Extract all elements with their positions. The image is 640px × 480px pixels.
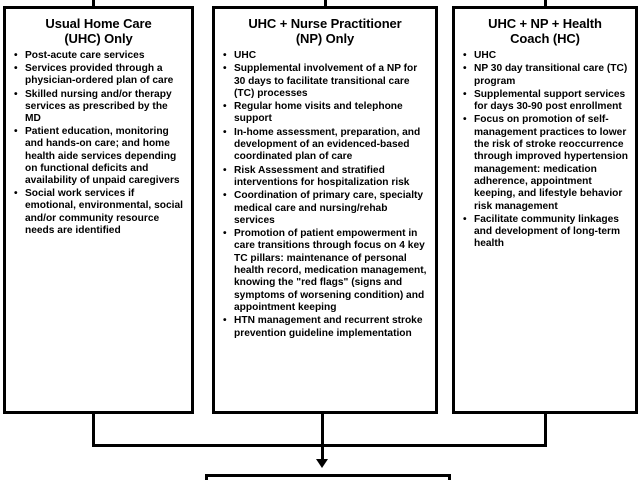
bullet-icon: • <box>14 126 18 138</box>
arm-box-hc[interactable]: UHC + NP + Health Coach (HC) • UHC • NP … <box>452 6 638 414</box>
arm-title-hc: UHC + NP + Health Coach (HC) <box>488 16 602 46</box>
bullet-text: Post-acute care services <box>25 50 145 61</box>
connector-drop-hc <box>544 413 547 447</box>
list-item: • Post-acute care services <box>12 50 185 62</box>
bullet-text: Promotion of patient empowerment in care… <box>234 228 427 313</box>
bullet-icon: • <box>14 188 18 200</box>
bullet-text: UHC <box>474 50 497 61</box>
bullet-icon: • <box>223 164 227 176</box>
bullet-icon: • <box>223 50 227 61</box>
bullet-icon: • <box>223 63 227 75</box>
list-item: • Risk Assessment and stratified interve… <box>221 165 429 190</box>
list-item: • HTN management and recurrent stroke pr… <box>221 315 429 340</box>
bullet-text: HTN management and recurrent stroke prev… <box>234 315 423 339</box>
connector-stub-into-np <box>324 0 327 7</box>
list-item: • NP 30 day transitional care (TC) progr… <box>461 63 629 88</box>
arm-title-uhc: Usual Home Care (UHC) Only <box>45 16 152 46</box>
bullet-text: Patient education, monitoring and hands-… <box>25 126 180 187</box>
bullet-icon: • <box>223 101 227 113</box>
connector-horizontal-rail <box>92 444 547 447</box>
bullet-text: Regular home visits and telephone suppor… <box>234 101 403 125</box>
bullet-icon: • <box>463 50 467 61</box>
arm-box-uhc[interactable]: Usual Home Care (UHC) Only • Post-acute … <box>3 6 194 414</box>
bullet-icon: • <box>463 63 467 75</box>
arm-bullets-hc: • UHC • NP 30 day transitional care (TC)… <box>461 50 629 251</box>
bullet-text: NP 30 day transitional care (TC) program <box>474 63 628 87</box>
list-item: • Focus on promotion of self-management … <box>461 114 629 212</box>
bullet-text: Supplemental involvement of a NP for 30 … <box>234 63 418 99</box>
bullet-text: Risk Assessment and stratified intervent… <box>234 164 410 188</box>
list-item: • Coordination of primary care, specialt… <box>221 190 429 227</box>
bullet-icon: • <box>463 213 467 225</box>
bullet-icon: • <box>223 228 227 240</box>
bullet-text: UHC <box>234 50 257 61</box>
arm-title-np: UHC + Nurse Practitioner (NP) Only <box>248 16 402 46</box>
list-item: • Promotion of patient empowerment in ca… <box>221 228 429 314</box>
bullet-icon: • <box>223 315 227 327</box>
bullet-icon: • <box>14 88 18 100</box>
list-item: • Supplemental support services for days… <box>461 89 629 114</box>
bullet-icon: • <box>463 114 467 126</box>
list-item: • Skilled nursing and/or therapy service… <box>12 89 185 126</box>
connector-stub-into-hc <box>544 0 547 7</box>
arm-bullets-uhc: • Post-acute care services • Services pr… <box>12 50 185 237</box>
bullet-icon: • <box>14 63 18 75</box>
arrow-head-icon <box>316 459 328 468</box>
connector-stub-into-uhc <box>92 0 95 7</box>
arm-bullets-np: • UHC • Supplemental involvement of a NP… <box>221 50 429 340</box>
list-item: • Patient education, monitoring and hand… <box>12 126 185 187</box>
bullet-icon: • <box>463 88 467 100</box>
bullet-text: Skilled nursing and/or therapy services … <box>25 88 172 125</box>
list-item: • Regular home visits and telephone supp… <box>221 101 429 126</box>
bullet-text: Coordination of primary care, specialty … <box>234 190 424 226</box>
connector-drop-uhc <box>92 413 95 447</box>
bullet-text: Facilitate community linkages and develo… <box>474 213 621 250</box>
bullet-icon: • <box>14 50 18 61</box>
list-item: • Services provided through a physician-… <box>12 63 185 87</box>
bullet-text: Social work services if emotional, envir… <box>25 188 183 236</box>
bullet-icon: • <box>223 190 227 202</box>
bullet-text: Services provided through a physician-or… <box>25 63 174 87</box>
list-item: • Social work services if emotional, env… <box>12 188 185 237</box>
list-item: • UHC <box>461 50 629 62</box>
connector-drop-np <box>321 413 324 462</box>
list-item: • In-home assessment, preparation, and d… <box>221 127 429 164</box>
list-item: • Supplemental involvement of a NP for 3… <box>221 63 429 100</box>
bullet-text: Supplemental support services for days 3… <box>474 88 626 113</box>
list-item: • UHC <box>221 50 429 62</box>
arm-box-np[interactable]: UHC + Nurse Practitioner (NP) Only • UHC… <box>212 6 438 414</box>
list-item: • Facilitate community linkages and deve… <box>461 214 629 251</box>
bullet-text: In-home assessment, preparation, and dev… <box>234 126 421 163</box>
bullet-text: Focus on promotion of self-management pr… <box>474 114 628 212</box>
outcome-box[interactable] <box>205 474 451 480</box>
bullet-icon: • <box>223 126 227 138</box>
